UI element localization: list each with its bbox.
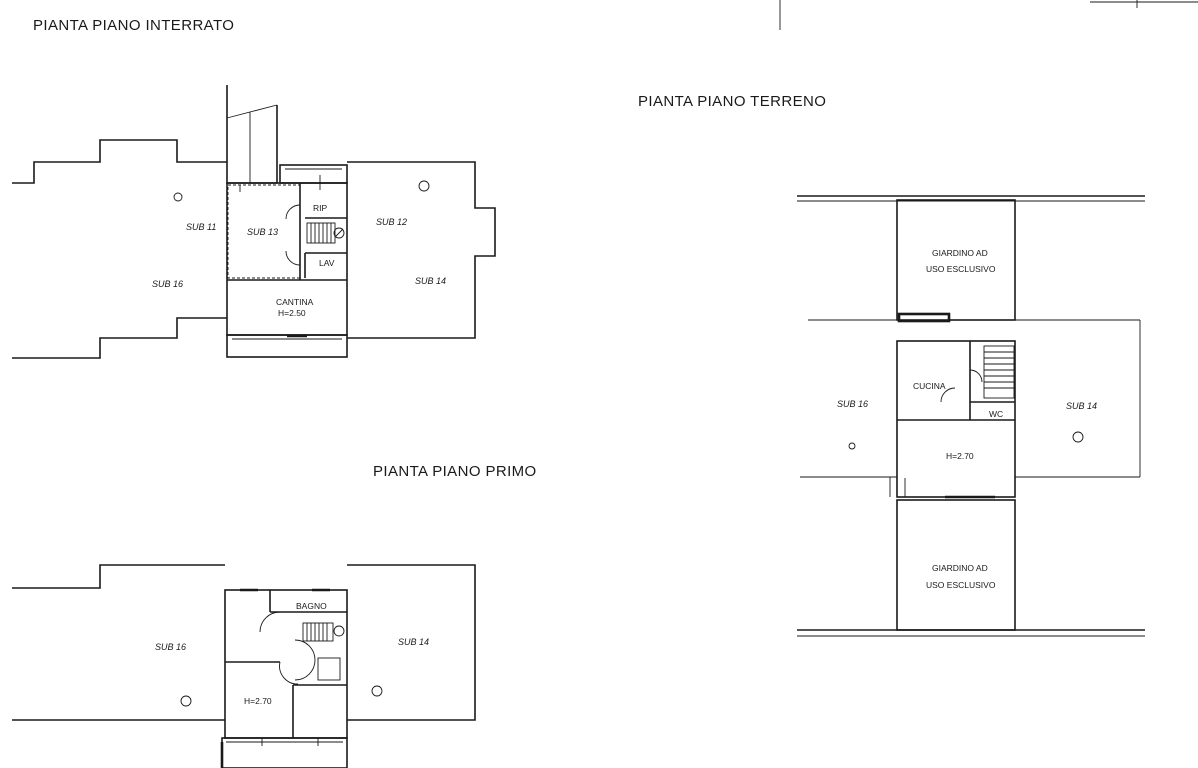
first-balcony (221, 737, 348, 768)
label-cantina: CANTINA (276, 297, 314, 307)
label-rip: RIP (313, 203, 328, 213)
label-cucina: CUCINA (913, 381, 946, 391)
first-right-lot-outline (347, 564, 476, 721)
first-door-swing-2 (294, 639, 316, 681)
ground-door-swing (940, 387, 956, 403)
title-ground-plan: PIANTA PIANO TERRENO (638, 93, 826, 110)
label-sub-13: SUB 13 (247, 227, 278, 237)
basement-ramp (226, 85, 278, 184)
label-garden-bottom-1: GIARDINO AD (932, 563, 988, 573)
label-garden-top-1: GIARDINO AD (932, 248, 988, 258)
ground-garden-bottom (896, 499, 1016, 631)
basement-boiler-symbol (333, 227, 345, 239)
label-bagno: BAGNO (296, 601, 327, 611)
label-sub-16: SUB 16 (837, 399, 868, 409)
label-cantina-height: H=2.50 (278, 308, 306, 318)
basement-plan: SUB 11 SUB 16 SUB 13 RIP LAV SUB 12 SUB … (12, 85, 496, 359)
label-sub-16: SUB 16 (155, 642, 186, 652)
label-sub-11: SUB 11 (186, 222, 216, 232)
basement-door-swing-2 (285, 250, 301, 266)
label-garden-top-2: USO ESCLUSIVO (926, 264, 996, 274)
ground-entrance-step (897, 312, 951, 323)
first-stairs (302, 622, 341, 681)
first-tree-symbol-2 (371, 685, 383, 697)
label-sub-12: SUB 12 (376, 217, 407, 227)
first-door-swing (259, 611, 281, 633)
basement-door-swing (285, 204, 301, 220)
basement-stairs (306, 222, 336, 244)
label-sub-14: SUB 14 (415, 276, 446, 286)
ground-door-swing-2 (969, 369, 983, 383)
basement-left-lot-bottom (12, 317, 227, 359)
basement-tree-symbol (173, 192, 183, 202)
first-left-lot-outline (12, 564, 225, 589)
label-wc: WC (989, 409, 1003, 419)
basement-sub13-partition (227, 184, 301, 279)
ground-plan: GIARDINO AD USO ESCLUSIVO CUCINA WC SUB … (797, 195, 1145, 637)
ground-stairs (983, 345, 1015, 399)
basement-south-light-well (226, 334, 348, 358)
sheet-edge-marks (779, 0, 1198, 30)
basement-tree-symbol-2 (418, 180, 430, 192)
label-sub-14: SUB 14 (1066, 401, 1097, 411)
title-first-plan: PIANTA PIANO PRIMO (373, 463, 537, 480)
label-first-height: H=2.70 (244, 696, 272, 706)
title-basement-plan: PIANTA PIANO INTERRATO (33, 17, 234, 34)
label-sub-14: SUB 14 (398, 637, 429, 647)
ground-garden-top (896, 199, 1016, 321)
ground-tree-symbol (1072, 431, 1084, 443)
ground-tree-symbol-2 (848, 442, 856, 450)
label-sub-16: SUB 16 (152, 279, 183, 289)
label-ground-height: H=2.70 (946, 451, 974, 461)
basement-left-lot-outline (12, 139, 227, 184)
basement-north-light-well (279, 164, 348, 184)
label-lav: LAV (319, 258, 335, 268)
first-plan: BAGNO SUB 16 SUB 14 H=2.70 (12, 564, 476, 768)
basement-right-lot-outline (347, 161, 496, 339)
first-tree-symbol (180, 695, 192, 707)
first-door-swing-3 (279, 661, 299, 685)
first-boiler-symbol (333, 625, 345, 637)
label-garden-bottom-2: USO ESCLUSIVO (926, 580, 996, 590)
